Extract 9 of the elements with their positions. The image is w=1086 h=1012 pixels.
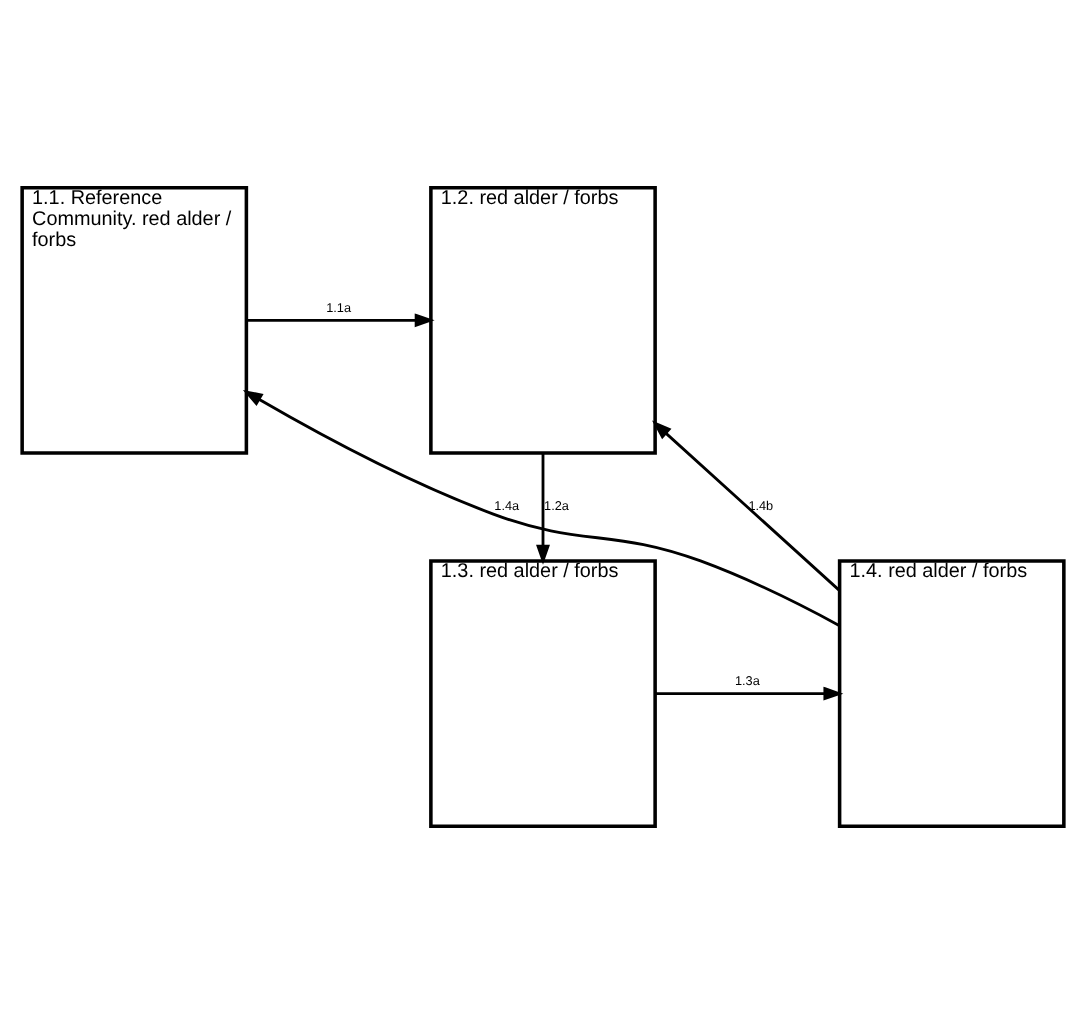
node-box: 1.4. red alder / forbs [837,558,1066,828]
arrow [242,388,841,626]
arrow [536,452,550,564]
arrow [652,419,840,591]
node-box: 1.1. Reference Community. red alder / forbs [20,184,249,454]
node-box: 1.3. red alder / forbs [429,558,657,828]
arrow [246,312,435,327]
node-box: 1.2. red alder / forbs [429,184,657,454]
arrow [655,685,844,700]
